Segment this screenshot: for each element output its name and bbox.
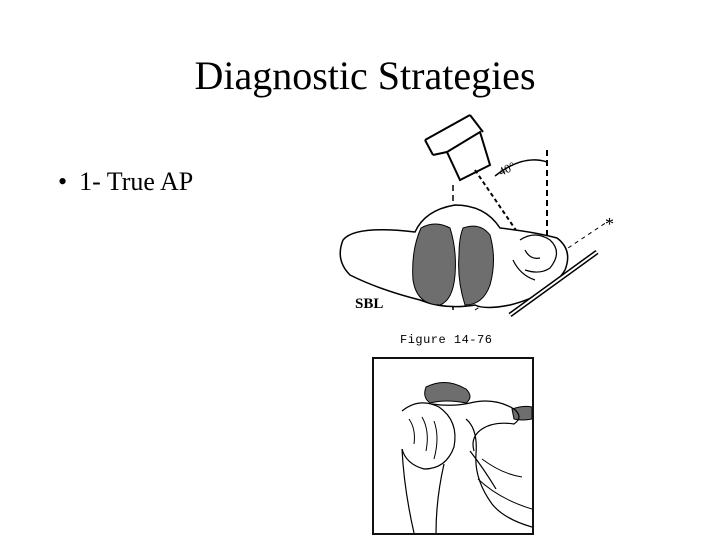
figure-caption: Figure 14-76	[400, 333, 493, 347]
axial-shoulder-illustration: 40° * SBL	[339, 114, 614, 318]
slide-title: Diagnostic Strategies	[194, 53, 536, 98]
right-lung-shading	[458, 225, 494, 306]
humerus-shaft	[401, 448, 445, 533]
angle-label: 40°	[496, 159, 517, 179]
humeral-head	[401, 402, 456, 470]
xray-tube	[424, 114, 492, 182]
acromion-shading	[424, 382, 471, 404]
shoulder-detail	[512, 234, 558, 281]
bullet-marker: •	[58, 167, 68, 196]
clavicle-end-shading	[511, 405, 532, 421]
bullet-item: • 1- True AP	[58, 166, 193, 198]
glenoid-outline	[465, 418, 532, 528]
sbl-label: SBL	[355, 296, 383, 312]
bullet-text: 1- True AP	[79, 167, 194, 196]
left-lung-shading	[412, 223, 456, 306]
star-mark: *	[605, 214, 614, 234]
scapula-lines	[477, 458, 532, 510]
angle-arc	[494, 159, 548, 177]
ap-shoulder-illustration	[372, 357, 534, 535]
clavicle-outline	[431, 400, 520, 452]
humerus-detail	[408, 416, 438, 460]
